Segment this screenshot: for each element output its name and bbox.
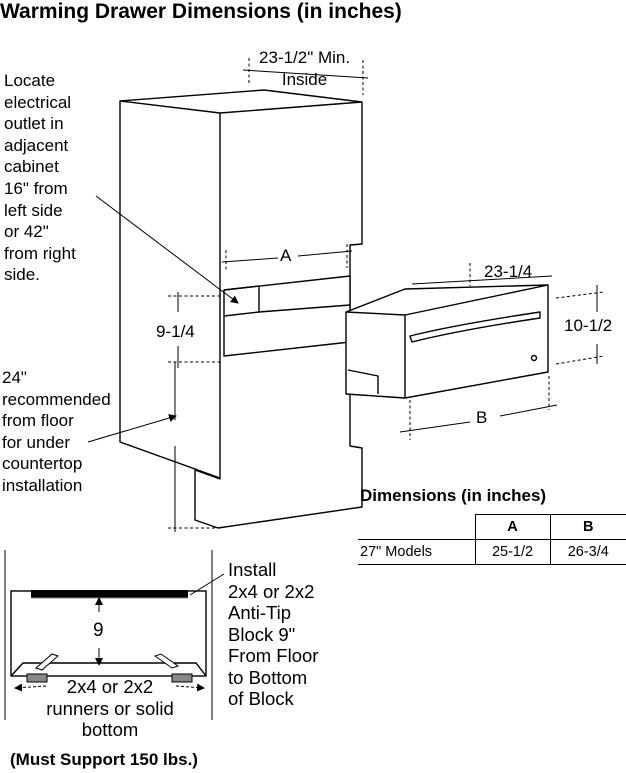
table-title: Dimensions (in inches) [360, 486, 547, 505]
outlet-note-line: electrical [4, 92, 72, 112]
height-note-line: for under [2, 432, 71, 452]
table-header: A [474, 514, 550, 540]
table-header-row: A B [358, 514, 626, 540]
height-note-line: from floor [2, 411, 74, 431]
outlet-note: Locate electrical outlet in adjacent cab… [4, 70, 76, 286]
table-header: B [549, 514, 626, 540]
outlet-note-line: side. [4, 265, 40, 285]
dimension-a-label: A [280, 246, 292, 265]
block-height-label: 9 [93, 620, 104, 641]
height-note-line: countertop [2, 454, 83, 474]
support-note: (Must Support 150 lbs.) [10, 750, 198, 769]
dimension-23-1-4-label: 23-1/4 [484, 262, 533, 281]
anti-tip-section [4, 550, 225, 720]
outlet-note-line: 16" from [4, 178, 68, 198]
outlet-note-line: adjacent [4, 135, 69, 155]
runners-note-line: 2x4 or 2x2 [66, 676, 154, 697]
dimension-10-1-2-label: 10-1/2 [564, 316, 613, 335]
warming-drawer [345, 284, 549, 399]
height-note-line: recommended [2, 389, 111, 409]
table-cell-model: 27" Models [358, 539, 475, 565]
runners-note: 2x4 or 2x2 runners or solid bottom [10, 676, 210, 741]
table-cell-b: 26-3/4 [549, 539, 626, 565]
runners-note-line: runners or solid [46, 697, 174, 719]
cabinet-front [194, 102, 363, 529]
anti-tip-note-line: Anti-Tip [228, 602, 292, 623]
anti-tip-note-line: to Bottom [228, 666, 308, 688]
outlet-note-line: from right [4, 243, 76, 263]
outlet-note-line: or 42" [4, 222, 49, 242]
table-header [358, 515, 475, 540]
runners-note-line: bottom [81, 719, 139, 740]
outlet-note-line: left side [4, 200, 63, 220]
height-note: 24" recommended from floor for under cou… [2, 367, 111, 497]
outlet-note-line: outlet in [4, 114, 64, 134]
anti-tip-note-line: Install [228, 559, 277, 580]
cabinet-side [119, 101, 221, 479]
min-inside-line: Inside [281, 69, 328, 89]
outlet-note-line: cabinet [4, 157, 59, 177]
dimension-9-1-4-label: 9-1/4 [156, 322, 195, 341]
table-row: 27" Models 25-1/2 26-3/4 [358, 539, 626, 565]
dimensions-table: A B 27" Models 25-1/2 26-3/4 [358, 514, 626, 565]
min-inside-line: 23-1/2" Min. [259, 48, 351, 67]
height-note-line: 24" [2, 368, 27, 387]
cabinet-top [119, 89, 363, 114]
table-cell-a: 25-1/2 [474, 539, 550, 565]
dimension-b-label: B [476, 408, 488, 427]
anti-tip-note: Install 2x4 or 2x2 Anti-Tip Block 9" Fro… [228, 559, 318, 710]
outlet-note-line: Locate [4, 71, 56, 90]
page-title: Warming Drawer Dimensions (in inches) [0, 0, 402, 23]
anti-tip-note-line: Block 9" [228, 623, 296, 645]
min-inside-label: 23-1/2" Min. Inside [259, 47, 350, 90]
anti-tip-note-line: 2x4 or 2x2 [228, 580, 315, 602]
anti-tip-note-line: From Floor [228, 645, 319, 666]
height-note-line: installation [2, 475, 83, 495]
anti-tip-note-line: of Block [228, 688, 294, 709]
